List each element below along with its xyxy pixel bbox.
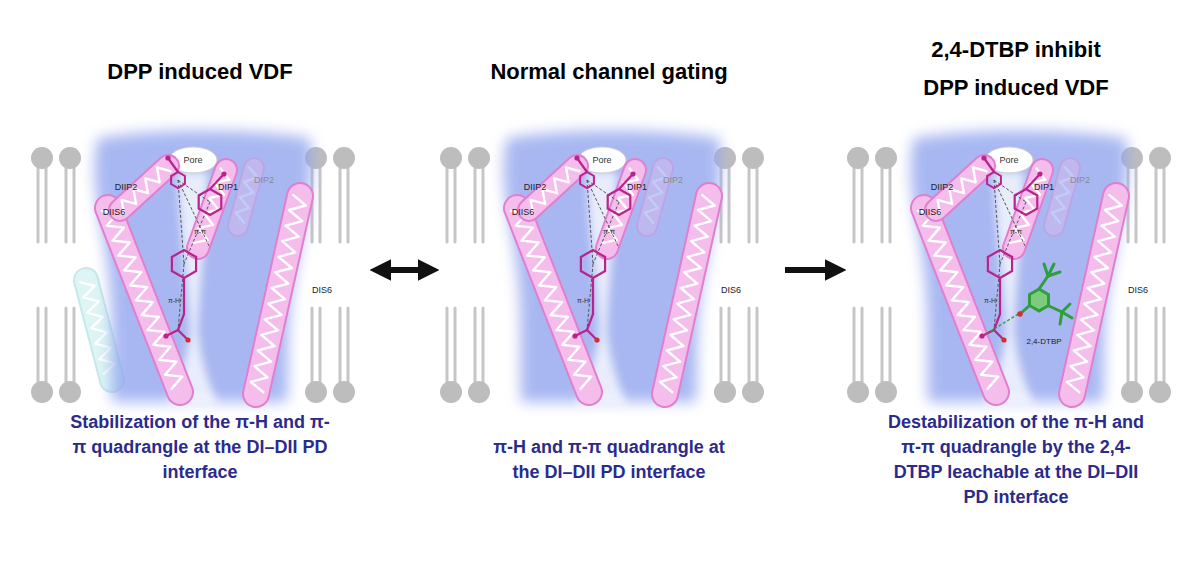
panel-title: Normal channel gating: [437, 53, 781, 91]
structure-label: DIP2: [1070, 176, 1090, 185]
molecule-bond: [1062, 304, 1070, 312]
channel-copy: [31, 131, 355, 406]
structure-label: DIIS6: [512, 208, 535, 217]
molecule-bond: [1039, 276, 1048, 289]
structure-label: DIIS6: [919, 208, 942, 217]
channel-panel: Normal channel gatingπ-H and π-π quadran…: [437, 130, 781, 410]
channel-panel: DPP induced VDFStabilization of the π-H …: [28, 130, 372, 410]
structure-label: π-π: [603, 228, 615, 235]
ghost-helix-layer: [79, 280, 115, 380]
structure-label: DIIP2: [931, 183, 954, 192]
aromatic-ring: [1030, 289, 1049, 311]
structure-label: DIIP2: [115, 183, 138, 192]
panel-caption: π-H and π-π quadrangle at the DI–DII PD …: [479, 435, 739, 485]
structure-label: DIP1: [218, 183, 238, 192]
structure-label: 2,4-DTBP: [1026, 338, 1061, 346]
structure-label: DIS6: [312, 286, 332, 295]
dtbp-molecule: [986, 264, 1072, 334]
structure-label: π-H: [577, 297, 589, 304]
structure-label: DIP2: [254, 176, 274, 185]
molecule-bond: [1048, 264, 1054, 276]
structure-label: DIP2: [663, 176, 683, 185]
structure-label: π-π: [1010, 228, 1022, 235]
molecule-bond: [1062, 312, 1072, 318]
state-arrow: [785, 267, 840, 273]
panel-title: 2,4-DTBP inhibit DPP induced VDF: [911, 31, 1121, 107]
structure-label: DIIS6: [103, 208, 126, 217]
helix-turns: [79, 282, 115, 375]
structure-label: π-H: [168, 297, 180, 304]
structure-label: DIP1: [627, 183, 647, 192]
panel-caption: Destabilization of the π-H and π-π quadr…: [886, 410, 1146, 510]
panel-caption: Stabilization of the π-H and π-π quadran…: [70, 410, 330, 485]
structure-label: DIS6: [1128, 286, 1148, 295]
structure-label: π-π: [194, 228, 206, 235]
panel-title: DPP induced VDF: [28, 53, 372, 91]
channel-copy: [440, 131, 764, 406]
channel-panel: 2,4-DTBP inhibit DPP induced VDFDestabil…: [844, 130, 1188, 410]
structure-label: DIP1: [1034, 183, 1054, 192]
structure-label: π-H: [984, 297, 996, 304]
channel-copy: [847, 131, 1171, 406]
molecule-bond: [1049, 306, 1062, 312]
helix: [79, 280, 115, 380]
structure-label: DIIP2: [524, 183, 547, 192]
state-arrow: [376, 267, 433, 273]
interaction-line: [986, 308, 1028, 334]
atom-dot: [1017, 311, 1023, 317]
structure-label: DIS6: [721, 286, 741, 295]
molecule-bond: [1060, 312, 1062, 324]
structure-label: Pore: [999, 156, 1018, 165]
structure-label: Pore: [592, 156, 611, 165]
structure-label: Pore: [183, 156, 202, 165]
